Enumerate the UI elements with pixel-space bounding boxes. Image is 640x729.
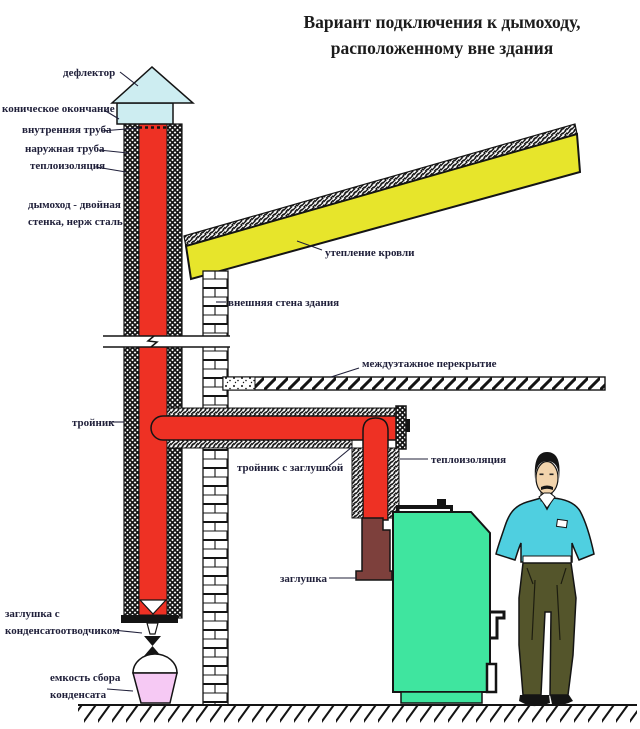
leader-condensate-plug [112, 629, 143, 634]
drain-neck [146, 622, 159, 635]
leader-inner-pipe [100, 127, 140, 132]
person [495, 452, 595, 707]
leader-lines [95, 71, 428, 692]
floor-slab [222, 376, 606, 391]
label-roof-insulation: утепление кровли [325, 247, 415, 259]
label-condensate-plug-line1: заглушка с [5, 608, 60, 620]
handle-foot-right [450, 505, 453, 512]
leader-bucket [106, 688, 134, 692]
collar [538, 492, 556, 509]
label-insulation: теплоизоляция [30, 160, 105, 172]
label-deflector: дефлектор [63, 67, 115, 79]
label-conical-end: коническое окончание [2, 103, 115, 115]
boiler [392, 499, 506, 704]
bucket-body [132, 672, 178, 704]
leader-outer-pipe [98, 149, 129, 154]
bottom-cap [121, 615, 178, 623]
tee-pipe [150, 405, 410, 521]
tee-end-cap [395, 405, 407, 450]
leader-roof-insulation [296, 240, 323, 251]
label-inner-pipe: внутренняя труба [22, 124, 112, 136]
drain-valve [144, 636, 161, 656]
tee-horizontal-pipe [150, 415, 401, 441]
chimney-insulation-left [123, 123, 140, 619]
mustache [541, 485, 553, 490]
ground [78, 704, 637, 726]
chimney-insulation-right-lower [166, 447, 183, 619]
eye-right [549, 473, 554, 476]
label-chimney-line2: стенка, нерж сталь [28, 216, 123, 228]
trouser-creases [526, 567, 567, 641]
diagram-title-line2: расположенному вне здания [331, 38, 553, 58]
label-insulation-right: теплоизоляция [431, 454, 506, 466]
condensate-drain [121, 599, 178, 656]
break-symbol [103, 335, 230, 348]
label-condensate-tank-line2: конденсата [50, 689, 107, 701]
bucket-lid [132, 653, 178, 674]
plug-pipe [355, 517, 393, 581]
leader-conical [103, 109, 120, 120]
labels: дефлектор коническое окончание внутрення… [2, 67, 506, 701]
tee-insulation-top [166, 407, 399, 417]
boiler-top-handle [396, 505, 453, 509]
label-outer-wall: внешняя стена здания [228, 297, 339, 309]
chimney-insulation-right-upper [166, 123, 183, 409]
diagram-title-line1: Вариант подключения к дымоходу, [303, 12, 580, 32]
waistband [522, 555, 572, 564]
shoe-right [550, 695, 573, 705]
boiler-body [392, 511, 491, 693]
eye-left [539, 473, 544, 476]
elbow-insulation-left [351, 447, 364, 519]
deflector-cone [110, 65, 195, 104]
roof [183, 123, 582, 281]
tee-end-nub [406, 419, 410, 432]
hair [534, 452, 560, 479]
leader-slab [330, 367, 360, 378]
tee-insulation-bottom [166, 439, 353, 449]
trousers [518, 562, 577, 696]
leader-deflector [119, 71, 139, 87]
conical-end [116, 102, 174, 125]
label-floor-slab: междуэтажное перекрытие [362, 358, 497, 370]
leader-tee-plug [328, 446, 353, 467]
leader-insulation [95, 166, 127, 173]
boiler-door-latch-upper [490, 610, 506, 640]
label-condensate-tank-line1: емкость сбора [50, 672, 121, 684]
label-chimney-line1: дымоход - двойная [28, 199, 121, 211]
roof-slab [184, 132, 582, 281]
chimney [123, 123, 183, 619]
label-tee: тройник [72, 417, 115, 429]
label-outer-pipe: наружная труба [25, 143, 105, 155]
face [535, 460, 559, 496]
label-tee-with-plug: тройник с заглушкой [237, 462, 344, 474]
condensate-bucket [132, 653, 178, 704]
elbow-down-pipe [362, 417, 389, 521]
handle-foot-left [396, 505, 399, 512]
boiler-door-latch-lower [485, 662, 498, 694]
label-plug: заглушка [280, 573, 327, 585]
deflector [110, 65, 195, 125]
pipe-funnel [138, 599, 168, 615]
chest-pocket [555, 518, 568, 529]
boiler-knob [437, 499, 446, 506]
shoe-left [519, 695, 550, 707]
shirt [495, 497, 595, 563]
boiler-base [400, 691, 483, 704]
label-condensate-plug-line2: конденсатоотводчиком [5, 625, 120, 637]
chimney-inner-pipe [138, 123, 168, 616]
